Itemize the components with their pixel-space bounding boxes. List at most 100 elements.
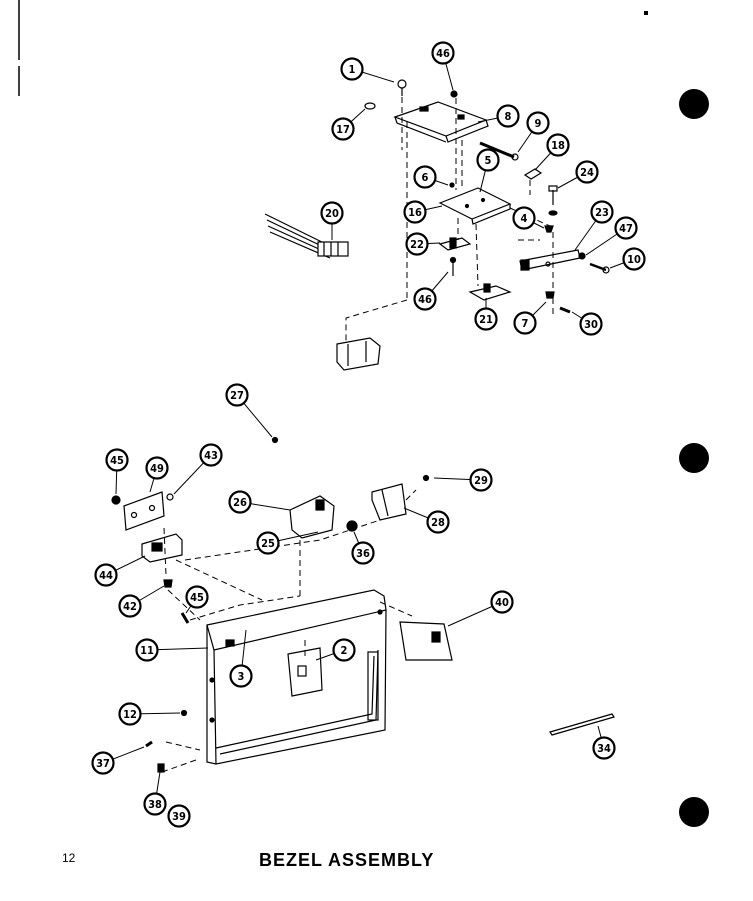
callout-2: 2 (332, 638, 356, 662)
callout-12: 12 (118, 702, 142, 726)
callout-circle (145, 456, 169, 480)
callout-circle (118, 594, 142, 618)
callout-10: 10 (622, 247, 646, 271)
callout-number: 9 (535, 117, 542, 130)
callout-circle (91, 751, 115, 775)
callout-circle (256, 531, 280, 555)
callout-circle (512, 206, 536, 230)
callout-circle (426, 510, 450, 534)
callout-circle (590, 200, 614, 224)
callout-number: 21 (479, 313, 493, 326)
callout-30: 30 (579, 312, 603, 336)
callout-circle (413, 165, 437, 189)
callout-number: 12 (123, 708, 137, 721)
callout-4: 4 (512, 206, 536, 230)
callout-circle (135, 638, 159, 662)
callout-number: 43 (204, 449, 218, 462)
assembly-guides-lower (161, 489, 417, 773)
callout-number: 39 (172, 810, 186, 823)
callout-47: 47 (614, 216, 638, 240)
callout-number: 46 (436, 47, 450, 60)
callout-circle (332, 638, 356, 662)
callout-circle (490, 590, 514, 614)
callout-circle (320, 201, 344, 225)
callout-42: 42 (118, 594, 142, 618)
callout-46: 46 (413, 287, 437, 311)
callout-circle (413, 287, 437, 311)
callout-circle (575, 160, 599, 184)
callout-circle (143, 792, 167, 816)
callout-number: 16 (408, 206, 422, 219)
callout-circle (579, 312, 603, 336)
lower-bracket-part (336, 337, 381, 371)
callout-circle (167, 804, 191, 828)
callout-22: 22 (405, 232, 429, 256)
callout-45: 45 (185, 585, 209, 609)
callout-40: 40 (490, 590, 514, 614)
callout-16: 16 (403, 200, 427, 224)
callout-27: 27 (225, 383, 249, 407)
callout-number: 18 (551, 139, 565, 152)
callout-number: 22 (410, 238, 424, 251)
lower-assembly (111, 436, 615, 773)
callout-circle (431, 41, 455, 65)
callout-circle (331, 117, 355, 141)
callout-number: 45 (110, 454, 124, 467)
callout-circle (614, 216, 638, 240)
side-panel-part (399, 621, 453, 661)
callout-circle (476, 148, 500, 172)
trim-strip-part (549, 713, 615, 736)
callout-number: 47 (619, 222, 633, 235)
callout-number: 36 (356, 547, 370, 560)
wire-harness-part (264, 213, 349, 259)
callout-circle (185, 585, 209, 609)
callout-7: 7 (513, 311, 537, 335)
binder-hole-top (679, 89, 709, 119)
callout-number: 37 (96, 757, 110, 770)
callout-circle (496, 104, 520, 128)
callout-number: 23 (595, 206, 609, 219)
callout-number: 4 (521, 212, 528, 225)
callout-number: 10 (627, 253, 641, 266)
callout-26: 26 (228, 490, 252, 514)
binder-hole-middle (679, 443, 709, 473)
callout-3: 3 (229, 664, 253, 688)
callout-circle (340, 57, 364, 81)
callout-circle (228, 490, 252, 514)
callout-circle (118, 702, 142, 726)
callout-8: 8 (496, 104, 520, 128)
callout-number: 7 (522, 317, 529, 330)
upper-assembly (264, 79, 610, 371)
callout-number: 38 (148, 798, 162, 811)
callout-circle (622, 247, 646, 271)
switch-plate-part (438, 187, 512, 220)
callout-number: 49 (150, 462, 164, 475)
callout-18: 18 (546, 133, 570, 157)
callout-number: 17 (336, 123, 350, 136)
callout-number: 5 (485, 154, 492, 167)
callout-24: 24 (575, 160, 599, 184)
callout-21: 21 (474, 307, 498, 331)
corner-mark (644, 11, 648, 15)
callout-number: 1 (349, 63, 356, 76)
callout-circle (199, 443, 223, 467)
callout-circle (94, 563, 118, 587)
binder-holes (644, 11, 709, 827)
callout-circle (403, 200, 427, 224)
callout-9: 9 (526, 111, 550, 135)
callout-number: 25 (261, 537, 275, 550)
callout-44: 44 (94, 563, 118, 587)
callout-circle (105, 448, 129, 472)
callout-number: 11 (140, 644, 154, 657)
callout-circle (546, 133, 570, 157)
callout-circle (592, 736, 616, 760)
callout-circle (225, 383, 249, 407)
callout-5: 5 (476, 148, 500, 172)
callout-1: 1 (340, 57, 364, 81)
page-title: BEZEL ASSEMBLY (259, 850, 435, 870)
callout-number: 30 (584, 318, 598, 331)
callout-number: 29 (474, 474, 488, 487)
callout-number: 20 (325, 207, 339, 220)
callout-17: 17 (331, 117, 355, 141)
callout-11: 11 (135, 638, 159, 662)
